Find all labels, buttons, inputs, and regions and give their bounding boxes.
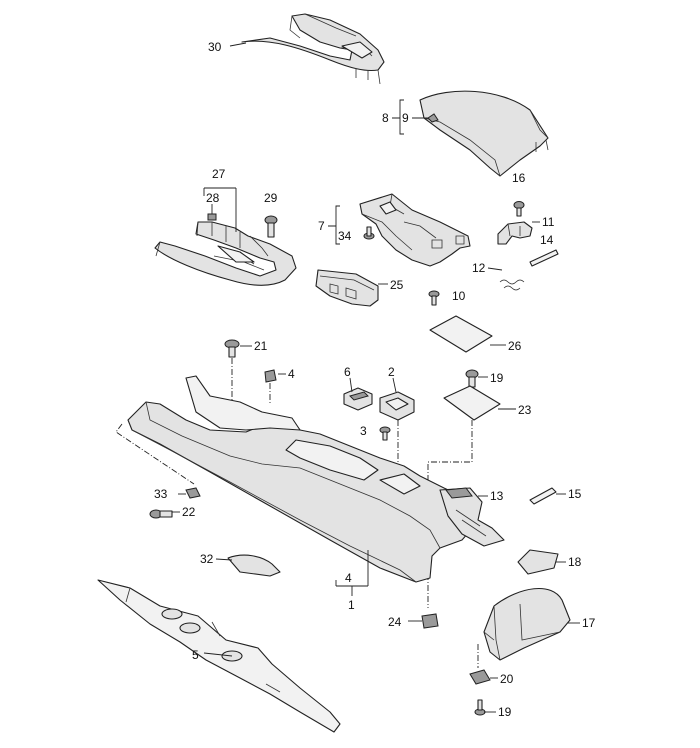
callout-18: 18 — [568, 555, 582, 569]
callout-10: 10 — [452, 289, 466, 303]
part-33-nut — [185, 487, 201, 499]
callout-5: 5 — [192, 648, 199, 662]
callout-24: 24 — [388, 615, 402, 629]
part-34-screw — [363, 226, 375, 240]
dash-console-left — [115, 423, 195, 485]
part-23-plate — [443, 385, 501, 421]
part-11-bracket — [497, 221, 533, 245]
part-29-screw — [264, 215, 278, 238]
callout-26: 26 — [508, 339, 522, 353]
callout-32: 32 — [200, 552, 214, 566]
callout-21: 21 — [254, 339, 268, 353]
part-28-clip — [207, 213, 217, 221]
leader-12 — [487, 267, 503, 271]
part-26-mat — [429, 315, 493, 353]
part-2-cover — [379, 391, 415, 421]
callout-22: 22 — [182, 505, 196, 519]
callout-16: 16 — [512, 171, 526, 185]
callout-1: 1 — [348, 598, 355, 612]
callout-8: 8 — [382, 111, 389, 125]
part-30-upper-trim — [241, 13, 385, 85]
callout-4-upper: 4 — [288, 367, 295, 381]
callout-6: 6 — [344, 365, 351, 379]
part-32-cover — [227, 554, 281, 577]
bracket-8 — [392, 99, 428, 135]
callout-9: 9 — [402, 111, 409, 125]
part-15-pin — [529, 487, 557, 505]
callout-14: 14 — [540, 233, 554, 247]
callout-15: 15 — [568, 487, 582, 501]
callout-20: 20 — [500, 672, 514, 686]
callout-30: 30 — [208, 40, 222, 54]
part-17-rear-cover — [483, 588, 571, 661]
part-1-center-console — [127, 375, 505, 583]
callout-33: 33 — [154, 487, 168, 501]
part-5-floor-trim — [97, 579, 341, 733]
callout-29: 29 — [264, 191, 278, 205]
bracket-1 — [335, 550, 369, 596]
leader-2 — [392, 377, 397, 393]
callout-3: 3 — [360, 424, 367, 438]
callout-11: 11 — [542, 215, 555, 229]
part-8-armrest-lid — [419, 90, 549, 177]
part-25-insert — [315, 269, 379, 307]
part-4-clip — [264, 369, 277, 383]
callout-25: 25 — [390, 278, 404, 292]
part-19a-screw — [465, 369, 479, 388]
bracket-7 — [328, 205, 340, 245]
part-12-spring — [499, 279, 525, 291]
leader-30 — [229, 42, 247, 47]
leader-6 — [349, 377, 353, 393]
part-10-screw — [428, 290, 440, 306]
part-7-storage-tray — [359, 193, 471, 267]
callout-17: 17 — [582, 616, 596, 630]
callout-28: 28 — [206, 191, 220, 205]
callout-13: 13 — [490, 489, 504, 503]
part-24-clip — [421, 613, 439, 629]
callout-27: 27 — [212, 167, 226, 181]
part-16-screw — [513, 201, 525, 217]
callout-12: 12 — [472, 261, 486, 275]
part-6-switch — [343, 387, 373, 411]
callout-labels: 30 8 9 27 28 29 7 34 16 11 14 12 25 10 2… — [154, 40, 596, 719]
callout-34: 34 — [338, 229, 352, 243]
callout-19-upper: 19 — [490, 371, 504, 385]
callout-7: 7 — [318, 219, 325, 233]
callout-23: 23 — [518, 403, 532, 417]
leader-5 — [203, 652, 233, 657]
callout-4-lower: 4 — [345, 571, 352, 585]
callout-19-lower: 19 — [498, 705, 512, 719]
part-21-screw — [224, 339, 240, 358]
part-19b-screw — [474, 699, 486, 716]
part-20-mount — [469, 669, 491, 685]
part-22-screw — [149, 509, 173, 519]
part-27-gate-frame — [154, 221, 297, 286]
callout-2: 2 — [388, 365, 395, 379]
part-14-pin — [529, 249, 559, 267]
part-18-bin — [517, 549, 559, 575]
part-3-screw — [379, 426, 391, 441]
bracket-27 — [203, 187, 237, 232]
leader-32 — [215, 558, 233, 561]
